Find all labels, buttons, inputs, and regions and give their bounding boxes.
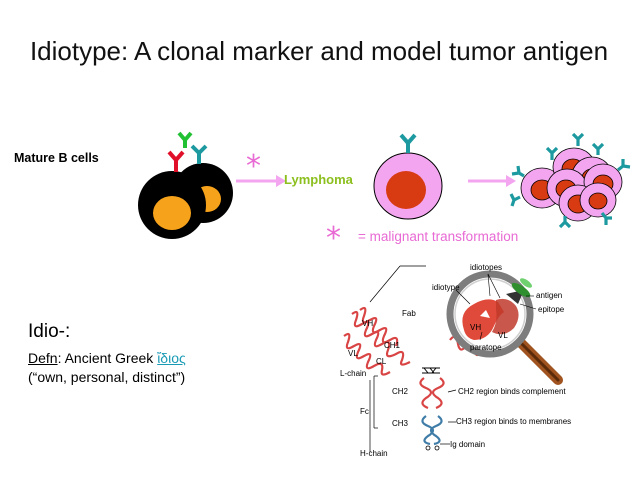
defn-text: : Ancient Greek [57, 350, 158, 366]
label-paratope: paratope [470, 343, 502, 352]
red-receptor-icon [167, 150, 185, 172]
label-ch3-note: CH3 region binds to membranes [456, 417, 571, 426]
label-vh-lens: VH [470, 323, 481, 332]
label-antigen: antigen [536, 291, 562, 300]
label-epitope: epitope [538, 305, 565, 314]
label-idiotype: idiotype [432, 283, 460, 292]
greek-word-link[interactable]: ἴδιος [157, 350, 186, 366]
legend-text: = malignant transformation [358, 229, 519, 244]
idio-heading: Idio-: [28, 321, 71, 342]
clonal-lymphoma-cluster [520, 147, 623, 222]
label-idiotopes: idiotopes [470, 263, 502, 272]
malignant-star-icon: * [246, 149, 261, 184]
idio-meaning: (“own, personal, distinct”) [28, 369, 186, 385]
lymphoma-receptor-icon [399, 133, 417, 153]
defn-label: Defn [28, 350, 58, 366]
legend-star-icon: * [326, 221, 341, 256]
label-vh-top: VH [362, 319, 373, 328]
label-ch3: CH3 [392, 419, 409, 428]
hinge-region [422, 367, 440, 374]
label-ch2: CH2 [392, 387, 409, 396]
idio-definition: Defn: Ancient Greek ἴδιος [28, 350, 186, 366]
lymphoma-label: Lymphoma [284, 172, 353, 187]
b-cell-transformation-illustration [138, 131, 631, 239]
label-vl-lens: VL [498, 331, 508, 340]
label-h-chain: H-chain [360, 449, 388, 458]
mature-b-cell-cluster [138, 131, 233, 239]
cluster-receptors-icon [509, 132, 631, 229]
label-ch2-note: CH2 region binds complement [458, 387, 566, 396]
page-title: Idiotype: A clonal marker and model tumo… [29, 36, 609, 66]
fc-ch3-domains [421, 415, 443, 446]
label-l-chain: L-chain [340, 369, 366, 378]
mature-b-cell-nucleus-front [153, 196, 191, 230]
arrow-to-lymphoma-icon [236, 175, 286, 187]
antigen-icon [511, 278, 532, 298]
label-ig-domain: Ig domain [450, 440, 485, 449]
label-ch1: CH1 [384, 341, 401, 350]
label-cl: CL [376, 357, 387, 366]
magnifying-glass-icon [446, 270, 563, 385]
label-vl-left: VL [348, 349, 358, 358]
antibody-structure-diagram: idiotopes idiotype antigen epitope parat… [340, 263, 571, 458]
label-fc: Fc [360, 407, 369, 416]
callout-lines [455, 273, 537, 341]
left-fab-arm [343, 306, 411, 376]
arrow-to-clonal-expansion-icon [468, 175, 516, 187]
green-receptor-icon [177, 131, 193, 148]
teal-receptor-icon [190, 144, 208, 164]
fc-ch2-domains [419, 377, 445, 410]
bracket-lines [369, 265, 457, 452]
mature-b-cells-label: Mature B cells [14, 151, 99, 165]
label-fab: Fab [402, 309, 416, 318]
lymphoma-cell [373, 133, 443, 220]
